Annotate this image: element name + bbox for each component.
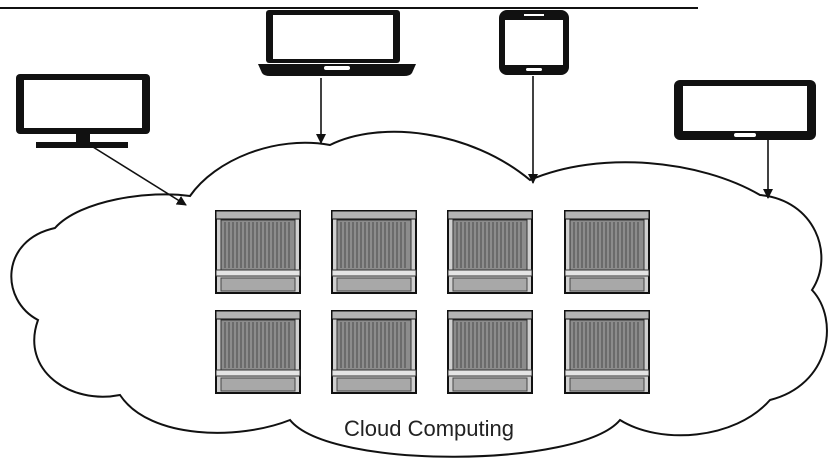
tablet-icon [674, 80, 816, 140]
server-rack-icon [215, 210, 301, 294]
arrow-desktop-to-cloud [92, 146, 187, 206]
server-rack-icon [564, 310, 650, 394]
server-rack-icon [564, 210, 650, 294]
server-rack-icon [331, 310, 417, 394]
server-rack-icon [447, 210, 533, 294]
cloud-shape [10, 130, 828, 458]
connection-arrows [92, 76, 773, 206]
smartphone-icon [499, 10, 569, 75]
server-rack-icon [331, 210, 417, 294]
cloud-label: Cloud Computing [344, 416, 514, 441]
server-rack-icon [447, 310, 533, 394]
laptop-icon [258, 10, 416, 76]
desktop-monitor-icon [16, 74, 150, 148]
server-rack-icon [215, 310, 301, 394]
